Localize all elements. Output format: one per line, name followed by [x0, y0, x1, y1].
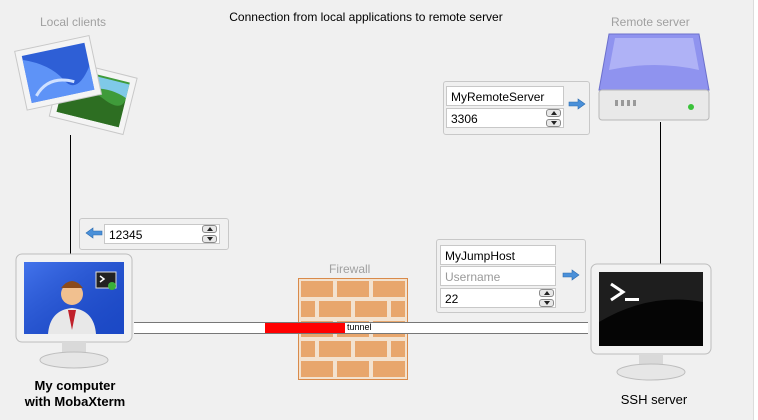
tunnel-label: tunnel [347, 322, 372, 332]
jump-port-spinner[interactable] [539, 289, 554, 307]
ssh-server-icon [590, 263, 712, 381]
spinner-down-button[interactable] [202, 235, 217, 243]
jump-username-input[interactable]: Username [440, 266, 556, 286]
diagram-title: Connection from local applications to re… [229, 10, 503, 24]
remote-server-label: Remote server [611, 15, 690, 29]
firewall-label: Firewall [329, 262, 371, 276]
jump-port-input[interactable]: 22 [440, 288, 556, 308]
remote-server-connector [660, 122, 661, 267]
spinner-up-button[interactable] [539, 289, 554, 297]
my-computer-label-line1: My computer [34, 378, 116, 393]
spinner-down-button[interactable] [539, 299, 554, 307]
remote-port-input[interactable]: 3306 [446, 108, 564, 128]
tunnel-bar [134, 322, 588, 334]
arrow-left-icon [85, 227, 103, 239]
jump-host-input[interactable]: MyJumpHost [440, 245, 556, 265]
remote-server-icon [598, 33, 710, 121]
local-port-spinner[interactable] [202, 225, 217, 243]
local-clients-label: Local clients [40, 15, 107, 29]
spinner-up-button[interactable] [546, 109, 561, 117]
remote-host-input[interactable]: MyRemoteServer [446, 86, 564, 106]
arrow-right-icon [562, 269, 580, 281]
local-clients-icon [14, 34, 138, 136]
arrow-right-icon [568, 98, 586, 110]
local-port-input[interactable]: 12345 [104, 224, 220, 244]
my-computer-icon [15, 253, 133, 369]
my-computer-label: My computer with MobaXterm [10, 378, 140, 410]
tunnel-segment [265, 323, 345, 333]
local-clients-connector [70, 135, 71, 255]
spinner-up-button[interactable] [202, 225, 217, 233]
my-computer-label-line2: with MobaXterm [24, 394, 126, 409]
remote-port-spinner[interactable] [546, 109, 561, 127]
ssh-server-label: SSH server [620, 392, 688, 407]
spinner-down-button[interactable] [546, 119, 561, 127]
window-edge [753, 0, 758, 420]
